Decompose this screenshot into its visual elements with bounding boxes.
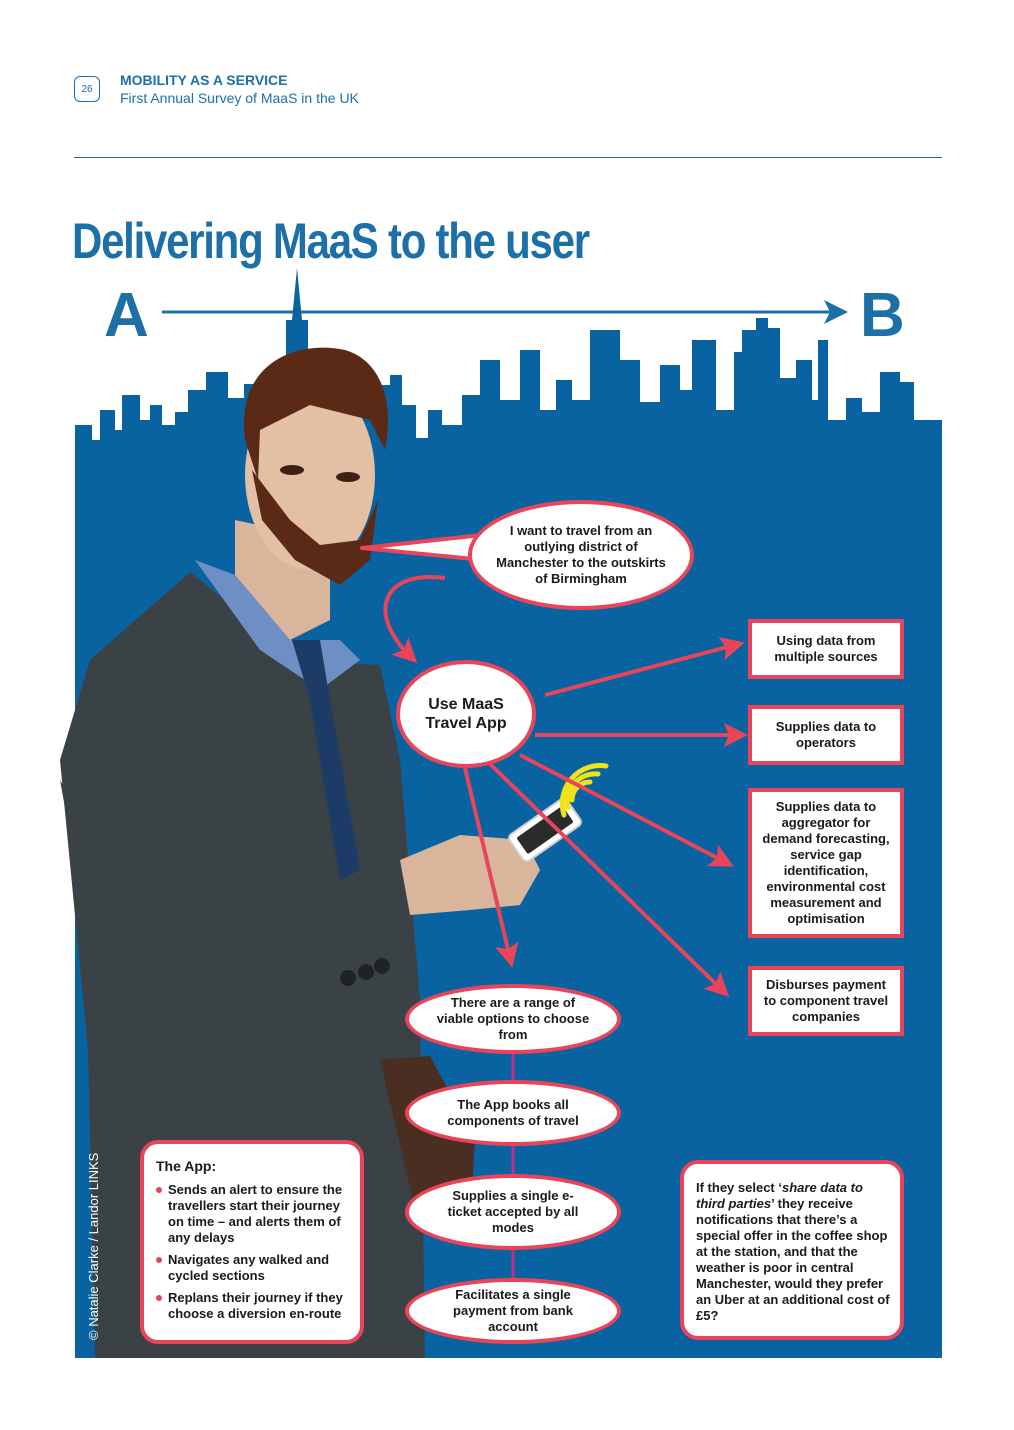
flow-arrow — [383, 575, 446, 663]
offer-text-start: If they select ‘ — [696, 1180, 782, 1195]
flow-step-payment: Facilitates a single payment from bank a… — [405, 1278, 621, 1344]
journey-end-label: B — [860, 281, 905, 350]
jacket-button — [374, 958, 390, 974]
app-node: Use MaaS Travel App — [396, 660, 536, 768]
data-box-multiple-sources: Using data from multiple sources — [748, 619, 904, 679]
offer-emphasis: share data to third parties — [696, 1180, 863, 1211]
page-title: Delivering MaaS to the user — [72, 213, 590, 269]
section-title: MOBILITY AS A SERVICE — [120, 72, 288, 88]
journey-start-label: A — [104, 281, 149, 350]
data-box-operators: Supplies data to operators — [748, 705, 904, 765]
offer-box: If they select ‘share data to third part… — [680, 1160, 904, 1340]
jacket-button — [340, 970, 356, 986]
page-number: 26 — [74, 76, 100, 102]
offer-text-end: ’ they receive notifications that there’… — [696, 1196, 890, 1323]
section-subtitle: First Annual Survey of MaaS in the UK — [120, 90, 359, 106]
flow-step-options: There are a range of viable options to c… — [405, 984, 621, 1054]
man-arm — [60, 780, 360, 1000]
flow-step-eticket: Supplies a single e-ticket accepted by a… — [405, 1174, 621, 1250]
man-beard — [252, 470, 378, 585]
man-tie — [292, 640, 360, 880]
data-box-payment: Disburses payment to component travel co… — [748, 966, 904, 1036]
header-divider — [74, 157, 942, 158]
app-feature-item: Replans their journey if they choose a d… — [156, 1290, 350, 1322]
flow-arrow — [463, 767, 519, 968]
app-features-box: The App: Sends an alert to ensure the tr… — [140, 1140, 364, 1344]
flow-arrow — [519, 753, 734, 867]
man-hand — [400, 835, 540, 915]
flow-step-booking: The App books all components of travel — [405, 1080, 621, 1146]
flow-arrow — [486, 760, 730, 997]
data-box-aggregator: Supplies data to aggregator for demand f… — [748, 788, 904, 938]
app-feature-item: Sends an alert to ensure the travellers … — [156, 1182, 350, 1246]
app-features-title: The App: — [156, 1158, 217, 1174]
man-hair — [243, 347, 389, 480]
app-features-list: Sends an alert to ensure the travellers … — [156, 1182, 350, 1322]
app-feature-item: Navigates any walked and cycled sections — [156, 1252, 350, 1284]
flow-arrow — [544, 636, 745, 697]
jacket-button — [358, 964, 374, 980]
speech-bubble: I want to travel from an outlying distri… — [468, 500, 694, 610]
image-credit: © Natalie Clarke / Landor LINKS — [86, 1152, 101, 1340]
